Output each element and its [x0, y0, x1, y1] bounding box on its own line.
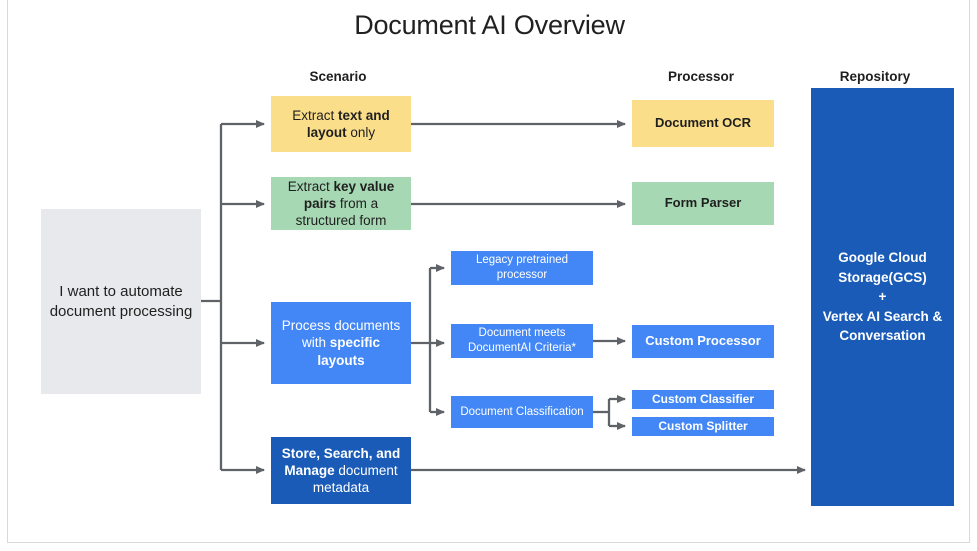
processor-label: Custom Processor [645, 333, 761, 349]
repository-line: Vertex AI Search & [822, 308, 943, 324]
scenario-label: Extract text and layout only [281, 107, 401, 142]
scenario-text-part: Process documents with [281, 318, 401, 351]
start-node: I want to automate document processing [41, 209, 201, 394]
processor-label: Document OCR [654, 115, 752, 131]
processor-label: Custom Classifier [651, 391, 755, 406]
repository-line: Google Cloud [838, 250, 927, 266]
repository-label: Google Cloud Storage(GCS) + Vertex AI Se… [823, 248, 943, 346]
processor-form-parser[interactable]: Form Parser [632, 182, 774, 225]
scenario-store-search-manage[interactable]: Store, Search, and Manage document metad… [271, 437, 411, 504]
page-title: Document AI Overview [354, 10, 625, 40]
scenario-extract-text-layout[interactable]: Extract text and layout only [271, 96, 411, 152]
processor-label: Form Parser [664, 195, 742, 211]
node-label: Legacy pretrained processor [475, 254, 569, 281]
scenario-text-part: from a structured form [295, 195, 387, 229]
repository-line: Storage(GCS) [838, 269, 927, 285]
scenario-extract-key-value[interactable]: Extract key value pairs from a structure… [271, 177, 411, 230]
node-label: Document meets DocumentAI Criteria* [467, 327, 576, 354]
scenario-text-part: Extract [287, 178, 334, 194]
processor-custom-splitter[interactable]: Custom Splitter [632, 417, 774, 436]
scenario-text-part: Extract [292, 107, 338, 123]
start-node-label: I want to automate document processing [49, 283, 193, 320]
repository-node[interactable]: Google Cloud Storage(GCS) + Vertex AI Se… [811, 88, 954, 506]
node-label: Document Classification [460, 405, 584, 418]
diagram-canvas: Document AI Overview Scenario Processor … [7, 0, 970, 543]
processor-custom-classifier[interactable]: Custom Classifier [632, 390, 774, 409]
scenario-text-part: document metadata [312, 462, 398, 496]
scenario-text-bold: key value pairs [303, 178, 395, 211]
scenario-label: Store, Search, and Manage document metad… [279, 445, 403, 497]
connector-lines [201, 120, 806, 474]
column-header-scenario: Scenario [309, 69, 367, 84]
processor-custom-processor[interactable]: Custom Processor [632, 325, 774, 358]
node-legacy-pretrained-processor[interactable]: Legacy pretrained processor [451, 251, 593, 285]
scenario-text-part: only [346, 125, 376, 140]
repository-line: + [878, 289, 887, 305]
scenario-text-bold: specific layouts [317, 335, 381, 368]
scenario-label: Extract key value pairs from a structure… [280, 178, 402, 230]
node-document-meets-criteria[interactable]: Document meets DocumentAI Criteria* [451, 324, 593, 358]
processor-label: Custom Splitter [658, 418, 748, 433]
column-header-processor: Processor [667, 69, 735, 84]
node-document-classification[interactable]: Document Classification [451, 396, 593, 428]
scenario-label: Process documents with specific layouts [277, 317, 405, 369]
processor-document-ocr[interactable]: Document OCR [632, 100, 774, 147]
repository-line: Conversation [839, 328, 926, 344]
scenario-text-bold: text and layout [306, 107, 390, 140]
scenario-text-bold: Store, Search, and Manage [281, 445, 401, 478]
scenario-process-specific-layouts[interactable]: Process documents with specific layouts [271, 302, 411, 384]
column-header-repository: Repository [839, 69, 911, 84]
